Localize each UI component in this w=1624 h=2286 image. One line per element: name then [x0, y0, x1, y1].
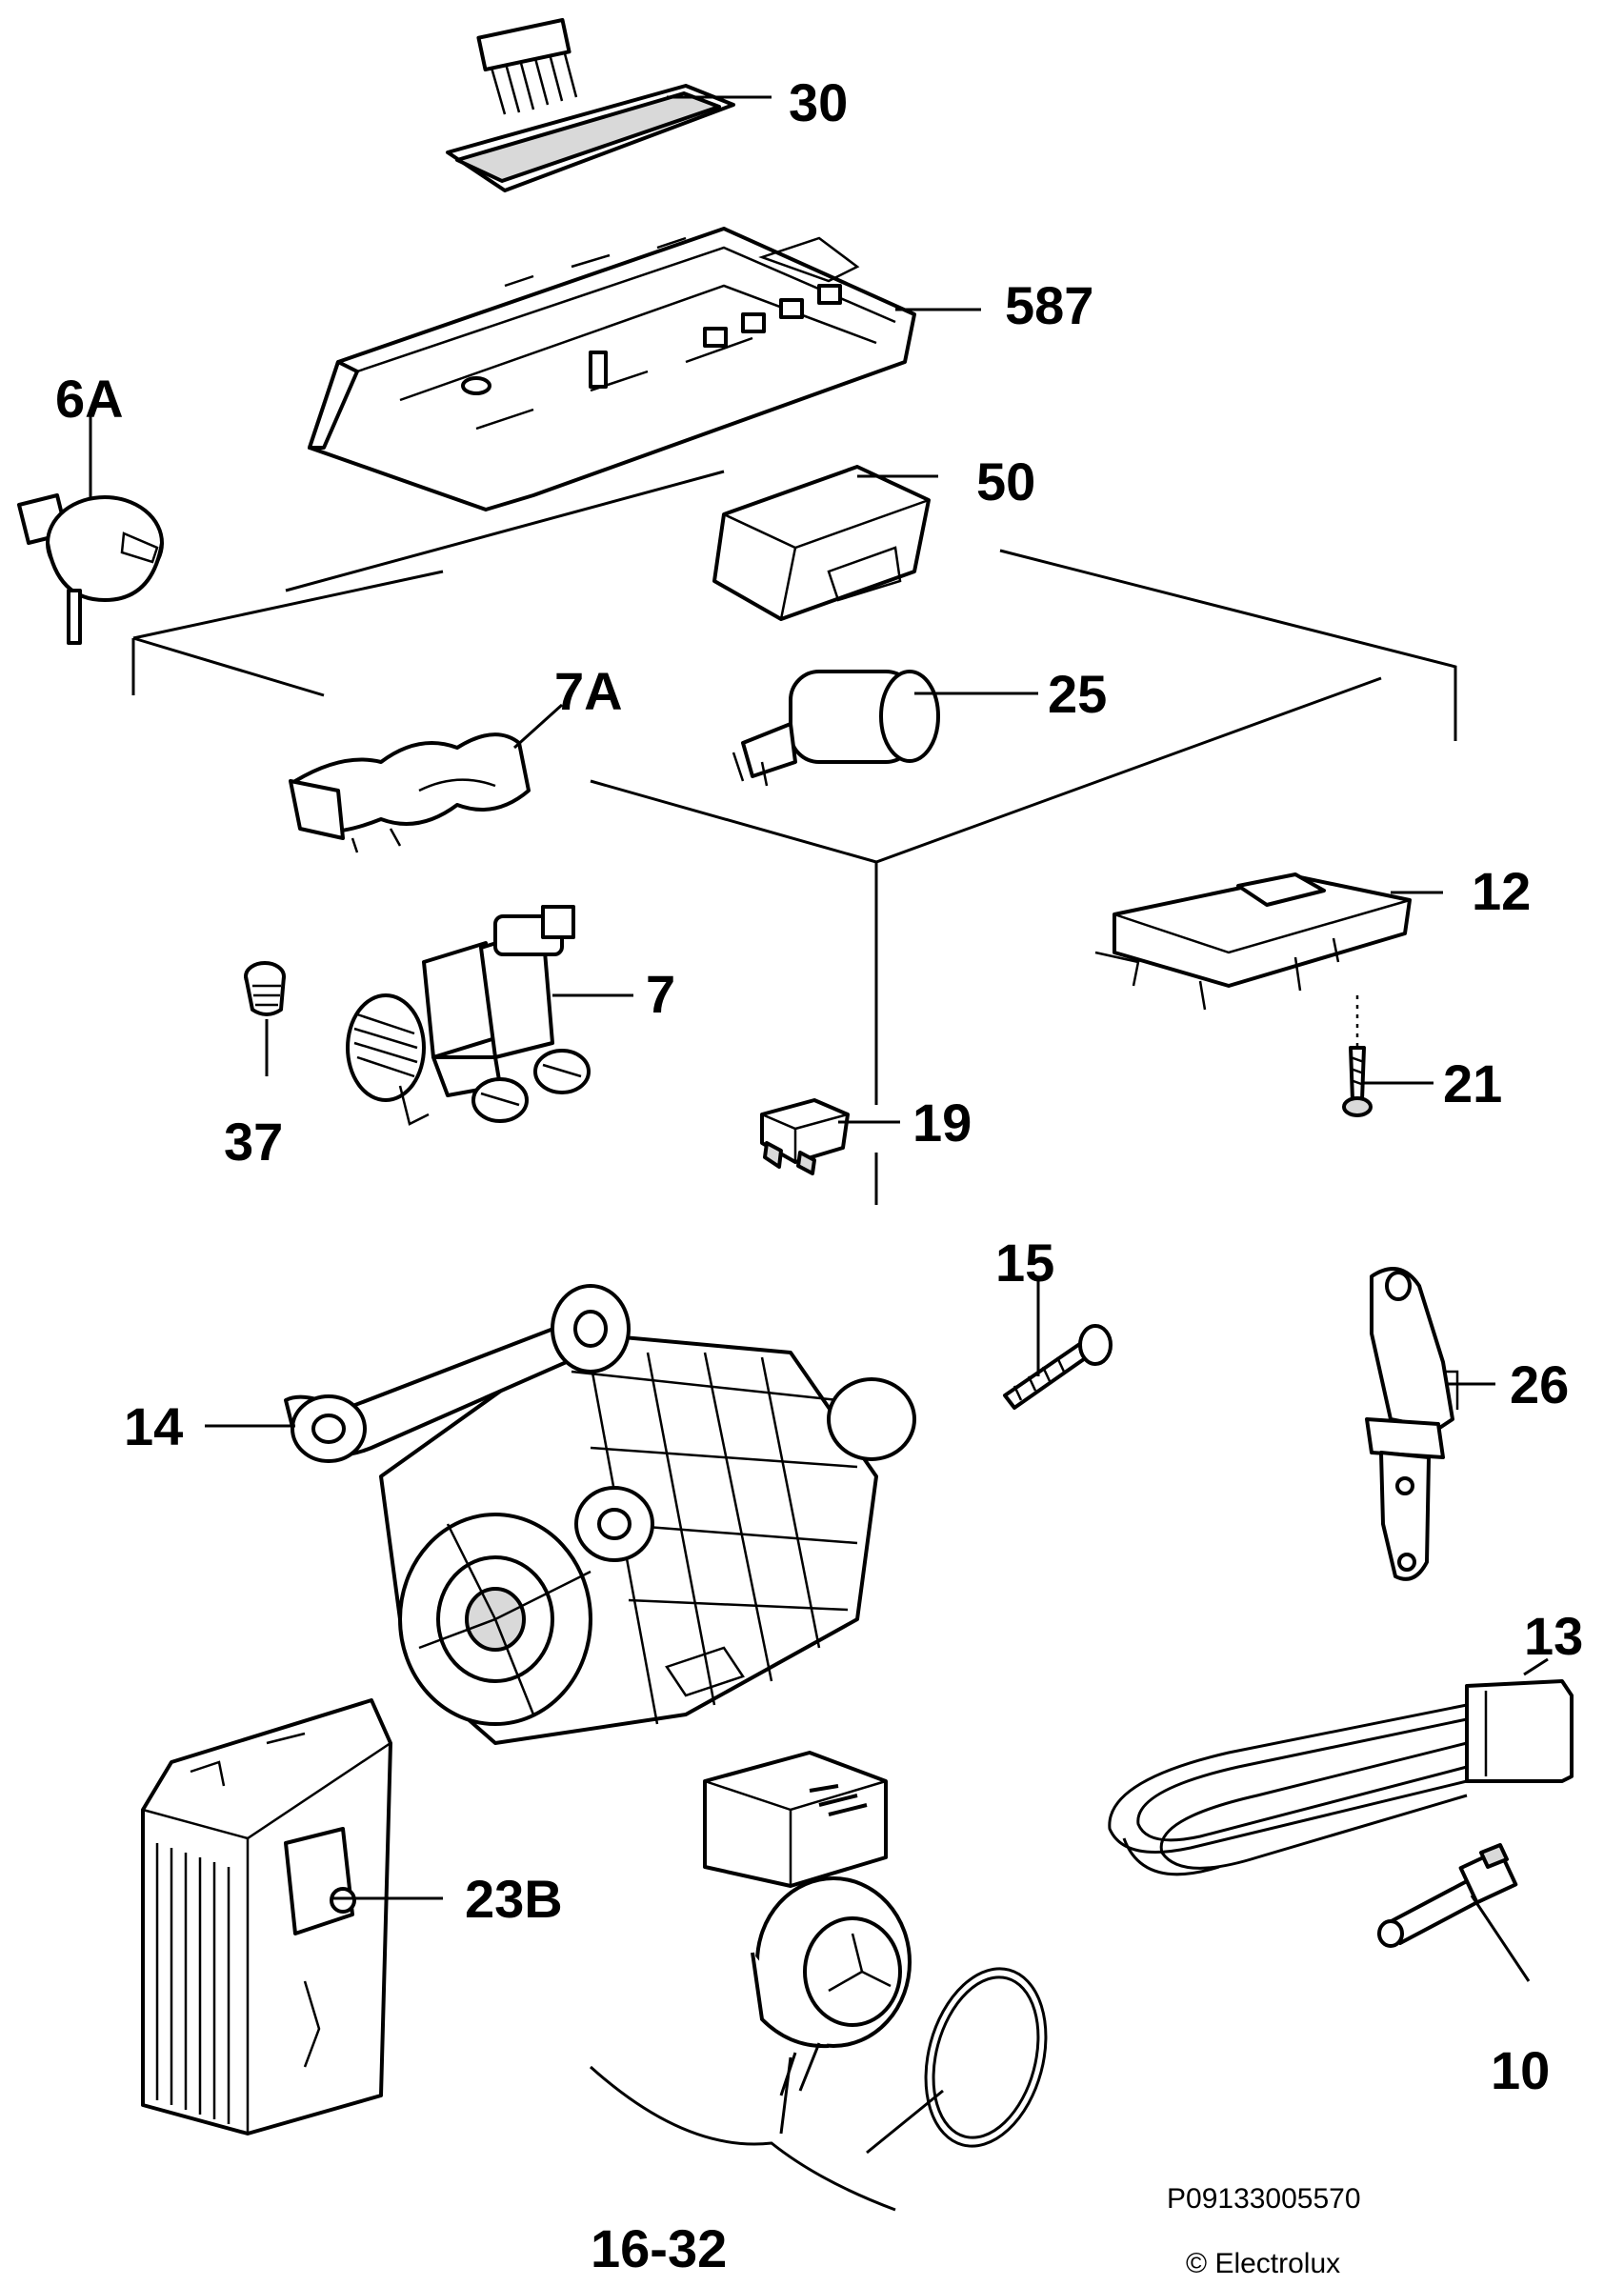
- drawing-code: P09133005570: [1167, 2183, 1361, 2215]
- label-16-32: 16-32: [591, 2218, 727, 2278]
- label-23B: 23B: [465, 1869, 563, 1929]
- copyright-notice: © Electrolux: [1186, 2248, 1340, 2279]
- label-7A: 7A: [554, 661, 623, 721]
- label-12: 12: [1472, 861, 1531, 921]
- part-30-display-ribbon: [446, 18, 772, 192]
- part-37-filter-screen: [244, 961, 286, 1076]
- part-12-door-lock: [1094, 872, 1443, 1011]
- label-6A: 6A: [55, 369, 124, 429]
- part-16-32-drain-pump: [589, 1751, 1048, 2212]
- part-7-inlet-valve: [346, 905, 633, 1126]
- part-19-connector: [760, 1098, 900, 1175]
- label-13: 13: [1524, 1606, 1583, 1666]
- part-6A-pressure-switch: [17, 410, 164, 645]
- label-30: 30: [789, 72, 848, 132]
- label-21: 21: [1443, 1053, 1502, 1113]
- label-10: 10: [1491, 2040, 1550, 2100]
- label-587: 587: [1005, 275, 1093, 335]
- label-26: 26: [1510, 1354, 1569, 1414]
- part-13-heater: [1108, 1657, 1574, 1876]
- label-25: 25: [1048, 664, 1107, 724]
- part-15-screw: [1003, 1276, 1113, 1410]
- label-15: 15: [995, 1233, 1054, 1293]
- part-14-motor: [205, 1284, 916, 1745]
- label-50: 50: [976, 451, 1035, 511]
- part-21-screw: [1342, 995, 1434, 1117]
- part-23B-module: [141, 1698, 443, 2136]
- label-7: 7: [646, 964, 675, 1024]
- label-19: 19: [912, 1093, 972, 1153]
- part-50-emc-box: [712, 465, 938, 621]
- assembly-frame: [131, 470, 1457, 1205]
- label-37: 37: [224, 1112, 283, 1172]
- part-labels: 30 587 6A 50 7A 25 12 7 37 19 21 15 14 2…: [55, 72, 1583, 2278]
- part-7A-bracket: [289, 703, 564, 853]
- part-26-sensor: [1365, 1267, 1495, 1581]
- part-587-control-housing: [308, 227, 981, 511]
- part-25-capacitor: [732, 670, 1038, 787]
- label-14: 14: [124, 1396, 183, 1456]
- part-10-ntc-sensor: [1377, 1843, 1531, 1982]
